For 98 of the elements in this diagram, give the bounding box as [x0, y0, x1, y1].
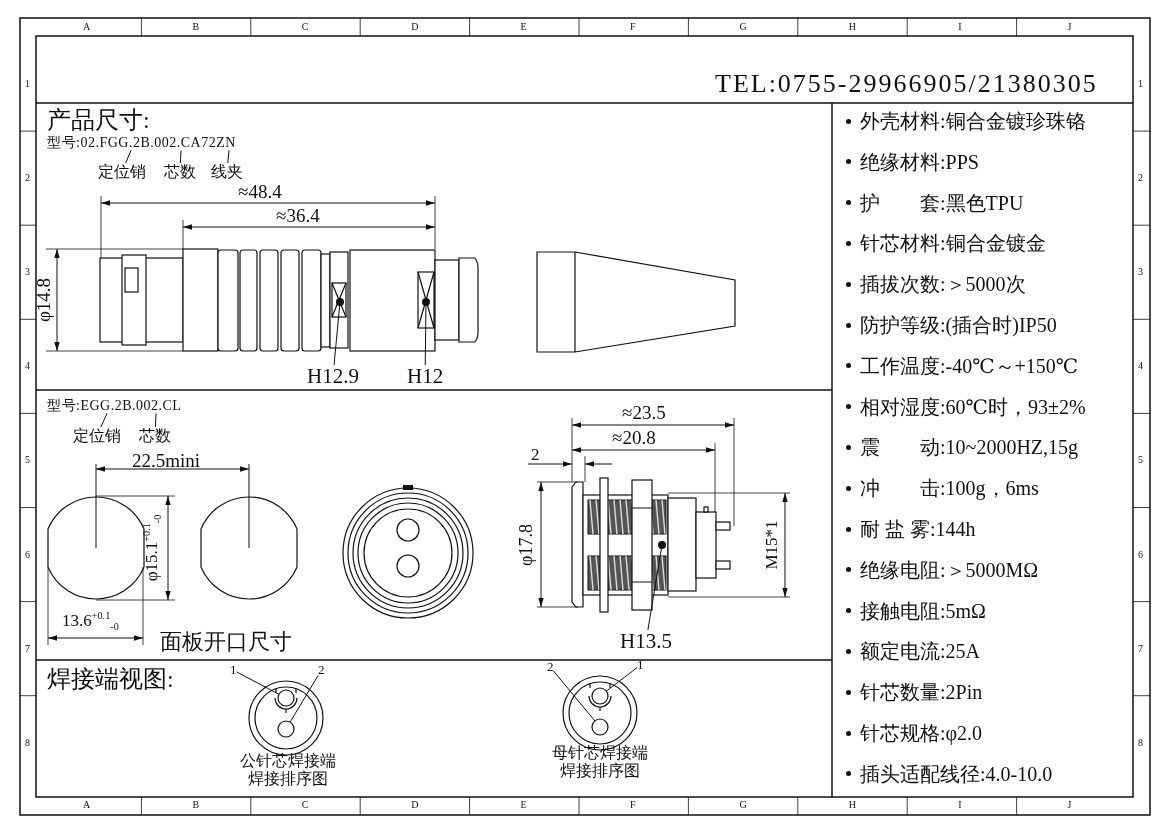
grid-reference: C [301, 799, 309, 810]
grid-reference: 8 [1138, 736, 1143, 748]
section-heading: 产品尺寸: [47, 107, 150, 134]
leader-line [227, 149, 230, 164]
spec-text: 相对湿度:60℃时，93±2% [860, 394, 1086, 419]
spec-text: 针芯材料:铜合金镀金 [860, 231, 1046, 256]
grid-reference: 8 [25, 736, 30, 748]
grid-reference: 7 [1138, 642, 1143, 654]
grid-reference: 3 [1138, 266, 1143, 278]
grid-reference: G [739, 799, 747, 810]
grid-reference: 1 [25, 78, 30, 89]
dimension-value: 22.5mini [132, 451, 201, 472]
spec-text: 工作温度:-40℃～+150℃ [860, 353, 1079, 378]
dimension-label: H12 [407, 365, 444, 389]
grid-reference: H [848, 21, 857, 32]
dimension-value: 2 [531, 446, 540, 465]
grid-reference: I [958, 21, 962, 32]
callout-number: 2 [318, 663, 325, 678]
pin-circle [277, 720, 295, 738]
leader-line [154, 412, 157, 428]
dimension-value: φ14.8 [33, 277, 55, 323]
grid-reference: 7 [25, 642, 30, 654]
pin-circle [277, 689, 295, 707]
grid-reference: D [411, 21, 419, 32]
caption-text: 公针芯焊接端焊接排序图 [239, 752, 337, 788]
model-number: 型号:EGG.2B.002.CL [47, 398, 182, 414]
leader-line [333, 298, 344, 366]
dimension-value: ≈36.4 [276, 206, 320, 227]
grid-reference: A [83, 799, 91, 810]
grid-reference: B [192, 21, 200, 32]
grid-reference: F [630, 21, 636, 32]
pin-circle [591, 718, 609, 736]
callout-number: 1 [230, 663, 237, 678]
spec-text: 震 动:10~2000HZ,15g [860, 435, 1079, 460]
grid-reference: 1 [1138, 78, 1143, 89]
spec-text: 接触电阻:5mΩ [860, 598, 986, 623]
leader-line [422, 298, 430, 366]
spec-text: 额定电流:25A [860, 639, 980, 664]
leader-line [179, 149, 182, 164]
grid-reference: F [630, 799, 636, 810]
grid-reference: 5 [1138, 454, 1143, 466]
spec-text: 针芯数量:2Pin [860, 680, 983, 705]
grid-reference: B [192, 799, 200, 810]
spec-text: 耐 盐 雾:144h [860, 517, 976, 541]
pin-circle [591, 687, 609, 705]
dimension-label: H13.5 [620, 630, 672, 654]
leader-line [605, 667, 638, 692]
spec-text: 插头适配线径:4.0-10.0 [860, 761, 1053, 786]
caption-text: 母针芯焊接端焊接排序图 [551, 744, 649, 780]
dimension-value: M15*1 [762, 520, 782, 570]
leader-line [647, 541, 666, 631]
dimension-value: φ17.8 [517, 524, 537, 566]
grid-reference: 2 [1138, 172, 1143, 184]
grid-reference: 4 [1138, 360, 1143, 372]
leader-line [289, 675, 319, 723]
leader-line [553, 670, 596, 722]
grid-reference: 6 [1138, 548, 1143, 560]
grid-reference: I [958, 799, 962, 810]
spec-text: 绝缘材料:PPS [860, 149, 979, 174]
callout-label: 芯数 [139, 427, 171, 445]
tel-text: TEL:0755-29966905/21380305 [715, 70, 1098, 99]
callout-label: 定位销 [73, 427, 121, 445]
callout-label: 线夹 [211, 163, 243, 181]
leader-line [100, 412, 108, 428]
leader-line [125, 149, 132, 164]
callout-label: 芯数 [164, 163, 196, 181]
spec-text: 外壳材料:铜合金镀珍珠铬 [860, 109, 1086, 133]
grid-reference: 3 [25, 266, 30, 278]
callout-label: 定位销 [98, 163, 146, 181]
grid-reference: E [520, 799, 527, 810]
grid-reference: 6 [25, 548, 30, 560]
spec-text: 插拔次数:＞5000次 [860, 272, 1026, 297]
grid-reference: D [411, 799, 419, 810]
spec-text: 护 套:黑色TPU [860, 190, 1024, 215]
leader-line [236, 671, 280, 695]
grid-reference: J [1067, 799, 1072, 810]
dimension-label: H12.9 [307, 365, 359, 389]
spec-text: 针芯规格:φ2.0 [860, 721, 983, 745]
caption-text: 面板开口尺寸 [160, 630, 292, 655]
grid-reference: J [1067, 21, 1072, 32]
dimension-value: ≈20.8 [612, 428, 656, 449]
section-heading: 焊接端视图: [47, 666, 174, 693]
grid-reference: E [520, 21, 527, 32]
spec-text: 冲 击:100g，6ms [860, 476, 1039, 501]
grid-reference: C [301, 21, 309, 32]
dimension-value: ≈48.4 [238, 182, 282, 203]
callout-number: 2 [547, 660, 554, 675]
model-number: 型号:02.FGG.2B.002.CA72ZN [47, 135, 236, 151]
dimension-value: ≈23.5 [622, 403, 666, 424]
grid-reference: 5 [25, 454, 30, 466]
grid-reference: H [848, 799, 857, 810]
callout-number: 1 [637, 658, 644, 673]
grid-reference: A [83, 21, 91, 32]
grid-reference: 2 [25, 172, 30, 184]
grid-reference: G [739, 21, 747, 32]
grid-reference: 4 [25, 360, 30, 372]
spec-text: 防护等级:(插合时)IP50 [860, 313, 1057, 337]
spec-text: 绝缘电阻:＞5000MΩ [860, 557, 1039, 582]
